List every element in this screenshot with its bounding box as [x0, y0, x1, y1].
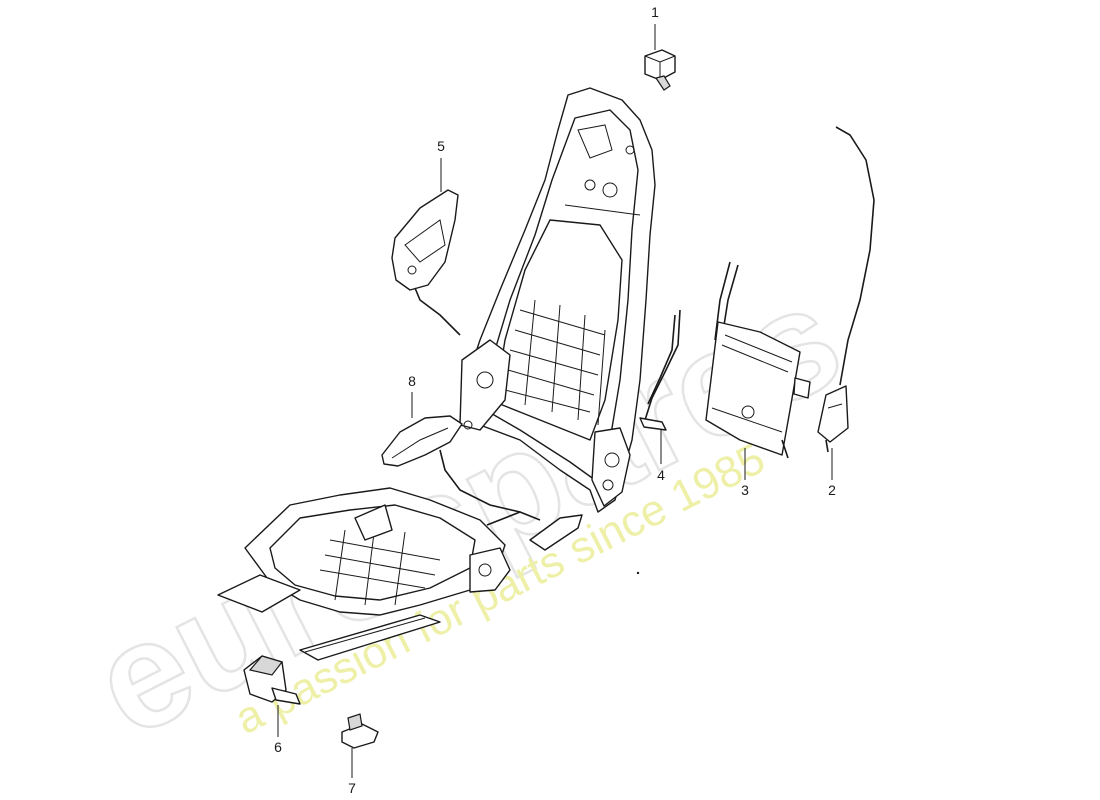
callout-7: 7 [348, 748, 356, 796]
callout-4: 4 [657, 430, 665, 483]
callout-label-2: 2 [828, 482, 836, 498]
callout-3: 3 [741, 448, 749, 498]
part-7-bracket[interactable] [341, 713, 379, 749]
part-6-motor[interactable] [243, 655, 301, 705]
callout-6: 6 [274, 705, 282, 755]
stray-dot [636, 571, 640, 575]
callout-label-8: 8 [408, 373, 416, 389]
callout-label-3: 3 [741, 482, 749, 498]
callout-label-5: 5 [437, 138, 445, 154]
part-5-airbag[interactable] [391, 189, 461, 336]
callout-label-6: 6 [274, 739, 282, 755]
part-2-cable-assembly[interactable] [817, 126, 875, 453]
callout-1: 1 [651, 4, 659, 50]
callout-label-7: 7 [348, 780, 356, 796]
callout-label-1: 1 [651, 4, 659, 20]
callout-8: 8 [408, 373, 416, 418]
callout-5: 5 [437, 138, 445, 192]
part-3-heating-mat[interactable] [705, 261, 811, 459]
part-4-harness[interactable] [639, 309, 681, 431]
callout-label-4: 4 [657, 467, 665, 483]
lumbar-springs [504, 299, 606, 426]
part-8-side-bolster[interactable] [381, 415, 521, 513]
seat-base-frame [217, 487, 583, 661]
callout-2: 2 [828, 448, 836, 498]
seat-backrest-frame [459, 87, 656, 513]
part-1-clip[interactable] [644, 49, 676, 91]
